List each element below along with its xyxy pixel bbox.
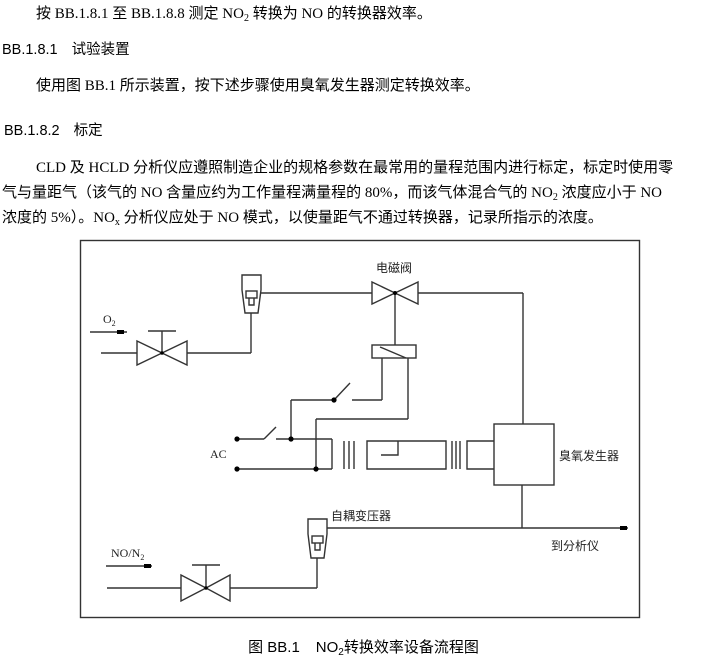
figure-title-a: NO — [315, 639, 339, 656]
intro-text-a: 按 BB.1.8.1 至 BB.1.8.8 测定 NO — [36, 6, 244, 22]
section-heading-1: BB.1.8.1 试验装置 — [2, 40, 130, 60]
figure-title-sub: 2 — [338, 647, 344, 658]
junction-dots — [160, 291, 397, 590]
label-ozone-generator: 臭氧发生器 — [559, 448, 619, 463]
ozone-generator-box — [493, 423, 555, 486]
text: 浓度应小于 NO — [557, 185, 663, 201]
o2-needle-valve — [101, 313, 252, 367]
section2-line-2: 气与量距气（该气的 NO 含量应约为工作量程满量程的 80%，而该气体混合气的 … — [2, 183, 662, 203]
subscript: 2 — [552, 192, 558, 203]
label-autotransformer: 自耦变压器 — [331, 508, 391, 523]
section-title: 试验装置 — [71, 42, 130, 58]
no-inlet-arrow — [106, 564, 152, 568]
figure-number: 图 BB.1 — [248, 639, 300, 656]
text: 浓度的 5%）。NO — [2, 210, 115, 226]
label-o2: O2 — [103, 312, 116, 328]
figure-title-b: 转换效率设备流程图 — [343, 639, 479, 656]
label-ac: AC — [210, 447, 227, 461]
intro-text-b: 转换为 NO 的转换器效率。 — [248, 6, 432, 22]
section1-body: 使用图 BB.1 所示装置，按下述步骤使用臭氧发生器测定转换效率。 — [36, 78, 480, 94]
text: 气与量距气（该气的 NO 含量应约为工作量程满量程的 80%，而该气体混合气的 … — [2, 185, 553, 201]
section-number: BB.1.8.2 — [4, 123, 60, 139]
section2-line-3: 浓度的 5%）。NOx 分析仪应处于 NO 模式，以使量距气不通过转换器，记录所… — [2, 208, 603, 228]
section-heading-2: BB.1.8.2 标定 — [4, 121, 103, 141]
solenoid-valve — [371, 280, 524, 424]
subscript: x — [114, 217, 120, 228]
section2-line-1: CLD 及 HCLD 分析仪应遵照制造企业的规格参数在最常用的量程范围内进行标定… — [36, 160, 674, 176]
intro-paragraph: 按 BB.1.8.1 至 BB.1.8.8 测定 NO2 转换为 NO 的转换器… — [36, 4, 432, 24]
to-analyzer-line — [327, 526, 628, 530]
label-to-analyzer: 到分析仪 — [551, 539, 599, 553]
label-no-n2: NO/N2 — [111, 546, 144, 562]
no-needle-valve — [107, 564, 317, 603]
text: 分析仪应处于 NO 模式，以使量距气不通过转换器，记录所指示的浓度。 — [119, 210, 603, 226]
diagram-frame — [79, 239, 641, 619]
autotransformer-windings — [343, 440, 494, 470]
flowmeter-o2 — [241, 274, 372, 314]
o2-inlet-arrow — [90, 330, 127, 334]
figure-caption: 图 BB.1 NO2转换效率设备流程图 — [0, 636, 727, 658]
label-solenoid-valve: 电磁阀 — [376, 260, 412, 275]
intro-sub: 2 — [243, 13, 249, 24]
flowmeter-no — [307, 518, 328, 588]
section-title: 标定 — [73, 123, 103, 139]
section-number: BB.1.8.1 — [2, 42, 58, 58]
